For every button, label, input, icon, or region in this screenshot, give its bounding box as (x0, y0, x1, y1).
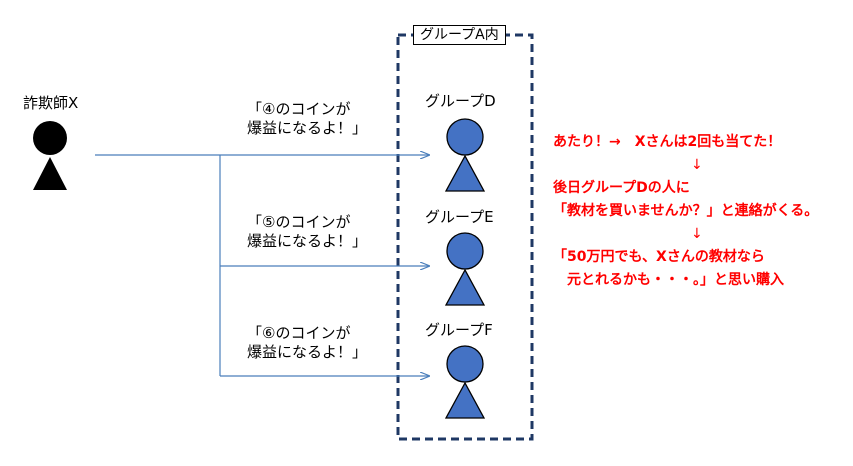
message-f: 「⑥のコインが 爆益になるよ！」 (247, 324, 367, 362)
group-d-label: グループD (425, 92, 496, 110)
result-line-3: 「教材を買いませんか？」と連絡がくる。 (553, 203, 819, 219)
fraudster-person-icon (33, 121, 67, 190)
message-e-line2: 爆益になるよ！」 (247, 232, 368, 250)
group-f-person-icon (444, 345, 486, 419)
result-line-2: 後日グループDの人に (553, 180, 690, 196)
result-line-4: 「50万円でも、Xさんの教材なら (553, 249, 765, 265)
result-line-5: 元とれるかも・・・。」と思い購入 (553, 272, 784, 288)
group-e-person-icon (444, 232, 486, 306)
group-a-box-label: グループA内 (413, 25, 506, 45)
group-d-person-icon (444, 118, 486, 192)
fraudster-label: 詐欺師X (23, 94, 79, 112)
message-f-line2: 爆益になるよ！」 (247, 343, 368, 361)
message-e-line1: 「⑤のコインが (247, 213, 351, 231)
message-d-line2: 爆益になるよ！」 (247, 119, 368, 137)
result-arrow-2: ↓ (691, 226, 703, 242)
message-connectors (95, 155, 429, 376)
group-f-label: グループF (425, 321, 493, 339)
message-f-line1: 「⑥のコインが (247, 324, 351, 342)
message-e: 「⑤のコインが 爆益になるよ！」 (247, 213, 367, 251)
result-text: あたり！→ Xさんは2回も当てた！ ↓ 後日グループDの人に 「教材を買いません… (553, 131, 818, 292)
result-line-1: あたり！→ Xさんは2回も当てた！ (553, 134, 782, 150)
message-d: 「④のコインが 爆益になるよ！」 (247, 100, 367, 138)
result-arrow-1: ↓ (691, 157, 703, 173)
group-e-label: グループE (425, 208, 494, 226)
message-d-line1: 「④のコインが (247, 100, 351, 118)
